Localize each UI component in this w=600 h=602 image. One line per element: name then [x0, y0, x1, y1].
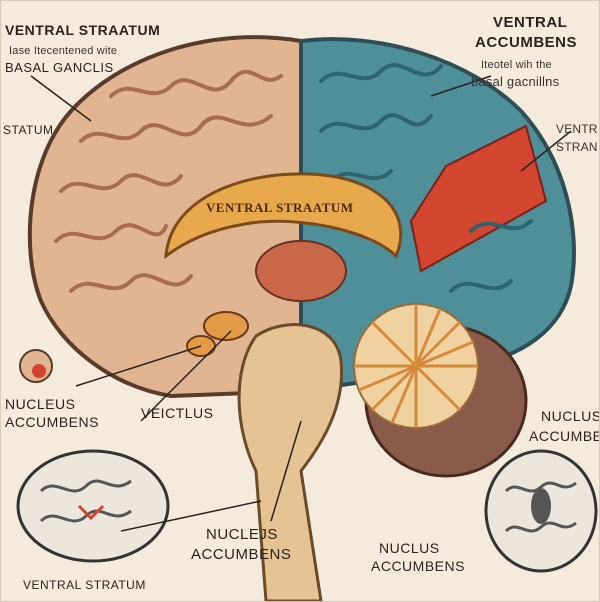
- label-topleft-sub1: Iase Itecentened wite: [9, 45, 118, 57]
- label-accumbens-bottom: ACCUMBENS: [191, 546, 292, 563]
- label-ventral-straatum-band: VENTRAL STRAATUM: [206, 200, 354, 215]
- brainstem: [237, 323, 344, 601]
- nucleus-accumbens-structure: [203, 311, 249, 341]
- label-nuclejs-bottom: NUCLEJS: [206, 526, 278, 543]
- highlighted-region: [409, 124, 548, 273]
- label-veictlus: VEICTLUS: [141, 405, 214, 421]
- label-accumbens-bottomright: ACCUMBENS: [371, 558, 465, 574]
- radial-fibers: [353, 303, 479, 429]
- ventral-striatum-band: [164, 172, 403, 260]
- label-statum-left: STATUM: [3, 123, 54, 137]
- label-ventral-topright: VENTRAL: [493, 14, 568, 31]
- label-topright-sub1: Iteotel wih the: [481, 59, 552, 71]
- coronal-section-left: [16, 449, 170, 563]
- label-accumbens-topright: ACCUMBENS: [475, 34, 577, 51]
- label-nuclus-bottomright: NUCLUS: [379, 540, 440, 556]
- label-accumbens-left: ACCUMBENS: [5, 414, 99, 430]
- label-nucleus-left: NUCLEUS: [5, 396, 76, 412]
- label-ventr-right: VENTR: [556, 122, 598, 136]
- coronal-section-right: [484, 449, 598, 573]
- label-topright-sub2: basal gacnillns: [471, 74, 560, 89]
- frontal-lobe: [27, 35, 303, 399]
- label-nuclus-right: NUCLUS: [541, 408, 600, 424]
- label-stran-right: STRAN: [556, 140, 598, 154]
- label-ventral-stratum-bottomleft: VENTRAL STRATUM: [23, 578, 146, 592]
- frontal-gyri: [54, 69, 283, 293]
- label-basal-ganglis: BASAL GANCLIS: [5, 60, 114, 75]
- label-ventral-straatum-topleft: VENTRAL STRAATUM: [5, 22, 161, 38]
- label-accumbe-right: ACCUMBE: [529, 428, 600, 444]
- thalamus: [255, 240, 347, 302]
- label-pointers: [30, 75, 572, 532]
- small-brain-icon: [19, 349, 53, 383]
